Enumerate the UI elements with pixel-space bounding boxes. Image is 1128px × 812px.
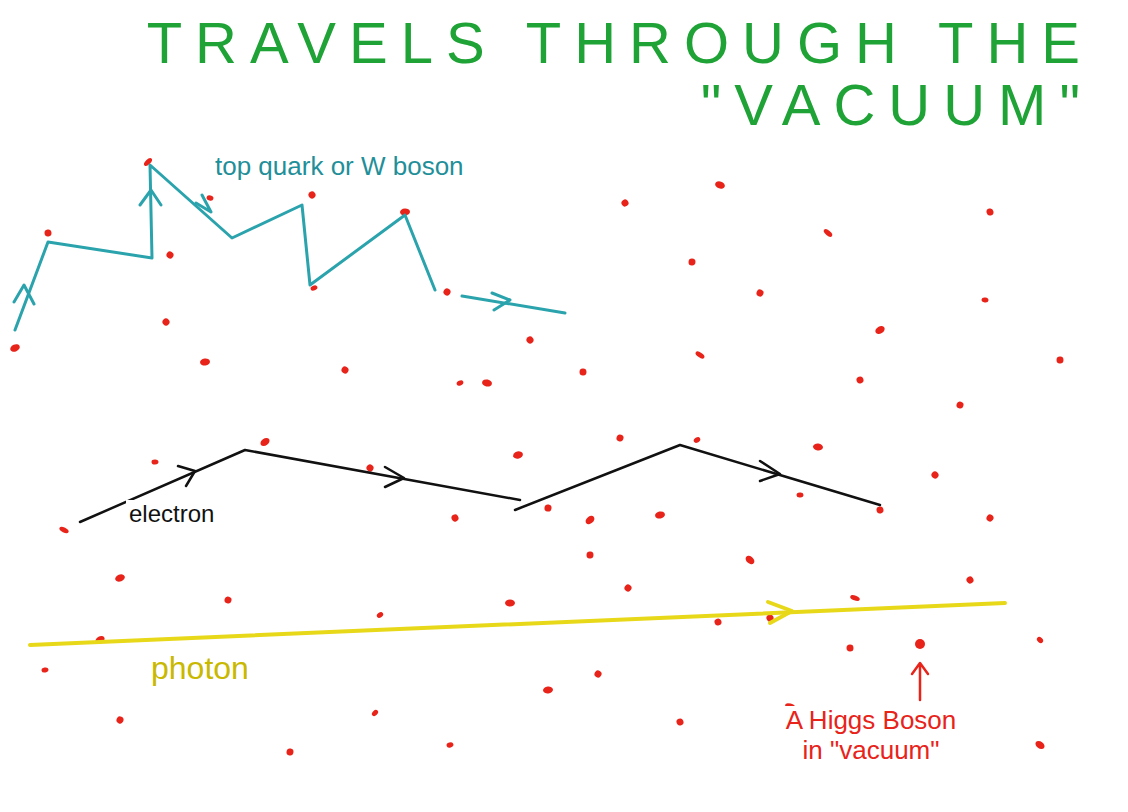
field-dot (744, 554, 756, 566)
field-dot (442, 287, 452, 297)
field-dot (586, 551, 594, 559)
field-dot (615, 433, 624, 442)
field-dot (714, 180, 726, 190)
field-dot (543, 686, 554, 694)
field-dot (688, 258, 695, 265)
particle-label: photon (148, 650, 252, 687)
particle-label: top quark or W boson (212, 152, 467, 182)
field-dot (115, 715, 124, 724)
field-dot (44, 229, 52, 237)
field-dot (956, 401, 965, 410)
field-dot (114, 573, 126, 583)
higgs-boson-dot (915, 639, 925, 649)
field-dot (813, 443, 824, 451)
field-dot (450, 513, 459, 522)
field-dot (200, 358, 211, 366)
field-dot (986, 208, 994, 216)
field-dot (58, 526, 69, 535)
field-dot (165, 250, 175, 260)
field-dot (930, 470, 940, 480)
arrowheads (14, 190, 510, 310)
photon-path (30, 603, 1005, 645)
field-dot (620, 198, 630, 208)
field-dot (965, 575, 975, 585)
arrowheads (178, 461, 780, 487)
field-dot (1034, 739, 1046, 751)
field-dot (693, 436, 702, 444)
field-dot (1036, 636, 1045, 644)
field-dot (512, 450, 523, 459)
field-dot (796, 492, 803, 498)
field-dot (161, 317, 171, 327)
field-dot (846, 644, 853, 651)
field-dot (206, 195, 214, 201)
field-dot (481, 379, 492, 388)
field-dot (874, 324, 886, 335)
field-dot (505, 600, 515, 607)
field-dot (371, 709, 380, 717)
arrowhead (768, 602, 792, 623)
field-dot (376, 611, 385, 619)
field-dot (224, 596, 233, 605)
field-dot (985, 513, 995, 523)
field-dot (623, 583, 633, 593)
field-dot (286, 748, 294, 756)
field-dot (579, 368, 586, 375)
top-quark-path-end (462, 296, 565, 313)
field-dot (151, 459, 158, 464)
field-dot (340, 365, 349, 374)
field-dot (755, 288, 764, 297)
callout-label: A Higgs Boson in "vacuum" (770, 706, 972, 766)
field-dot (9, 343, 21, 353)
field-dot (446, 742, 454, 749)
diagram-title: TRAVELS THROUGH THE "VACUUM" (20, 12, 1096, 136)
leader-arrow (912, 663, 928, 700)
field-dot (41, 667, 49, 673)
particle-label: electron (126, 500, 217, 528)
field-dot (856, 376, 865, 385)
field-dot (714, 618, 723, 627)
field-dot (849, 594, 860, 602)
field-dot (675, 717, 684, 726)
field-dot (981, 297, 989, 303)
field-dot (823, 228, 834, 238)
field-dot (456, 379, 464, 386)
field-dot (1056, 356, 1063, 363)
field-dot (259, 436, 271, 448)
field-dot (876, 506, 884, 514)
field-dot (544, 504, 552, 512)
top-quark-path (15, 165, 435, 330)
field-dot (654, 511, 665, 520)
field-dot (584, 514, 596, 526)
field-dot (525, 335, 535, 345)
field-dot (307, 190, 317, 200)
field-dot (694, 350, 705, 360)
higgs-field-dots (9, 157, 1064, 756)
field-dot (593, 669, 603, 679)
